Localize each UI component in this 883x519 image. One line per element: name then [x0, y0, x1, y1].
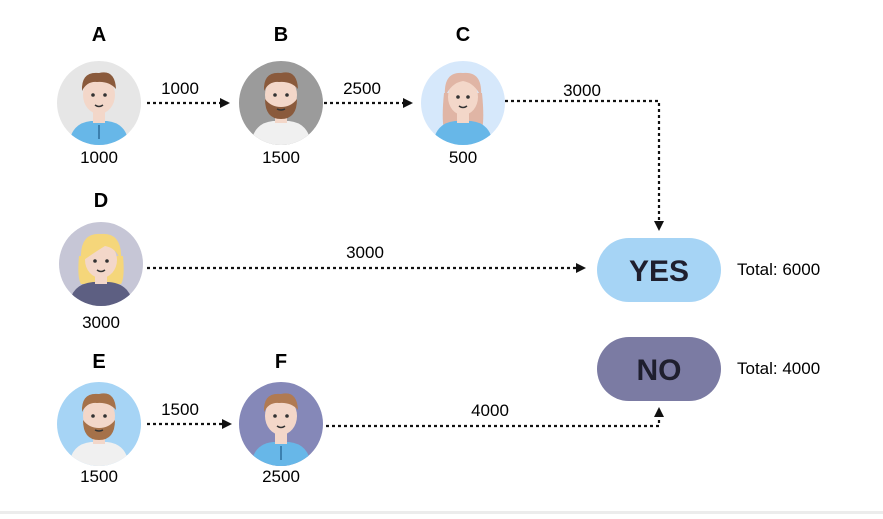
voter-d-avatar-icon [59, 222, 143, 306]
voter-c: C 500 [421, 24, 505, 167]
edge-label-f-no: 4000 [471, 401, 509, 420]
edge-label-d-yes: 3000 [346, 243, 384, 262]
voter-f: F 2500 [239, 351, 323, 486]
voter-d-amount: 3000 [82, 313, 120, 332]
voter-d: D 3000 [59, 190, 143, 332]
edge-label-b-c: 2500 [343, 79, 381, 98]
outcome-yes: YES Total: 6000 [597, 238, 820, 302]
voter-a-avatar-icon [57, 61, 141, 145]
voter-e-avatar-icon [57, 382, 141, 466]
voter-d-letter: D [94, 190, 108, 212]
voter-c-avatar-icon [421, 61, 505, 145]
outcome-no-pill [597, 337, 721, 401]
voter-e-amount: 1500 [80, 467, 118, 486]
voter-e-letter: E [92, 351, 105, 373]
edge-label-a-b: 1000 [161, 79, 199, 98]
voter-f-avatar-icon [239, 382, 323, 466]
outcome-no: NO Total: 4000 [597, 337, 820, 401]
voter-b: B 1500 [239, 24, 323, 167]
edge-label-c-yes: 3000 [563, 81, 601, 100]
outcome-yes-label: YES [629, 255, 689, 288]
edge-f-no [326, 407, 664, 428]
voter-c-amount: 500 [449, 148, 477, 167]
bottom-divider [0, 511, 883, 514]
voter-a-amount: 1000 [80, 148, 118, 167]
voter-e: E 1500 [57, 351, 141, 486]
outcome-yes-pill [597, 238, 721, 302]
edge-label-e-f: 1500 [161, 400, 199, 419]
voter-a-letter: A [92, 24, 106, 46]
edges: 1000 2500 3000 3000 1500 4000 [147, 79, 664, 429]
voter-f-amount: 2500 [262, 467, 300, 486]
voter-f-letter: F [275, 351, 287, 373]
voter-c-letter: C [456, 24, 470, 46]
voter-b-amount: 1500 [262, 148, 300, 167]
outcome-no-total: Total: 4000 [737, 359, 820, 378]
voter-a: A 1000 [57, 24, 141, 167]
outcome-no-label: NO [637, 354, 682, 387]
voter-b-letter: B [274, 24, 288, 46]
edge-c-yes [505, 99, 664, 231]
outcome-yes-total: Total: 6000 [737, 260, 820, 279]
voter-b-avatar-icon [239, 61, 323, 145]
